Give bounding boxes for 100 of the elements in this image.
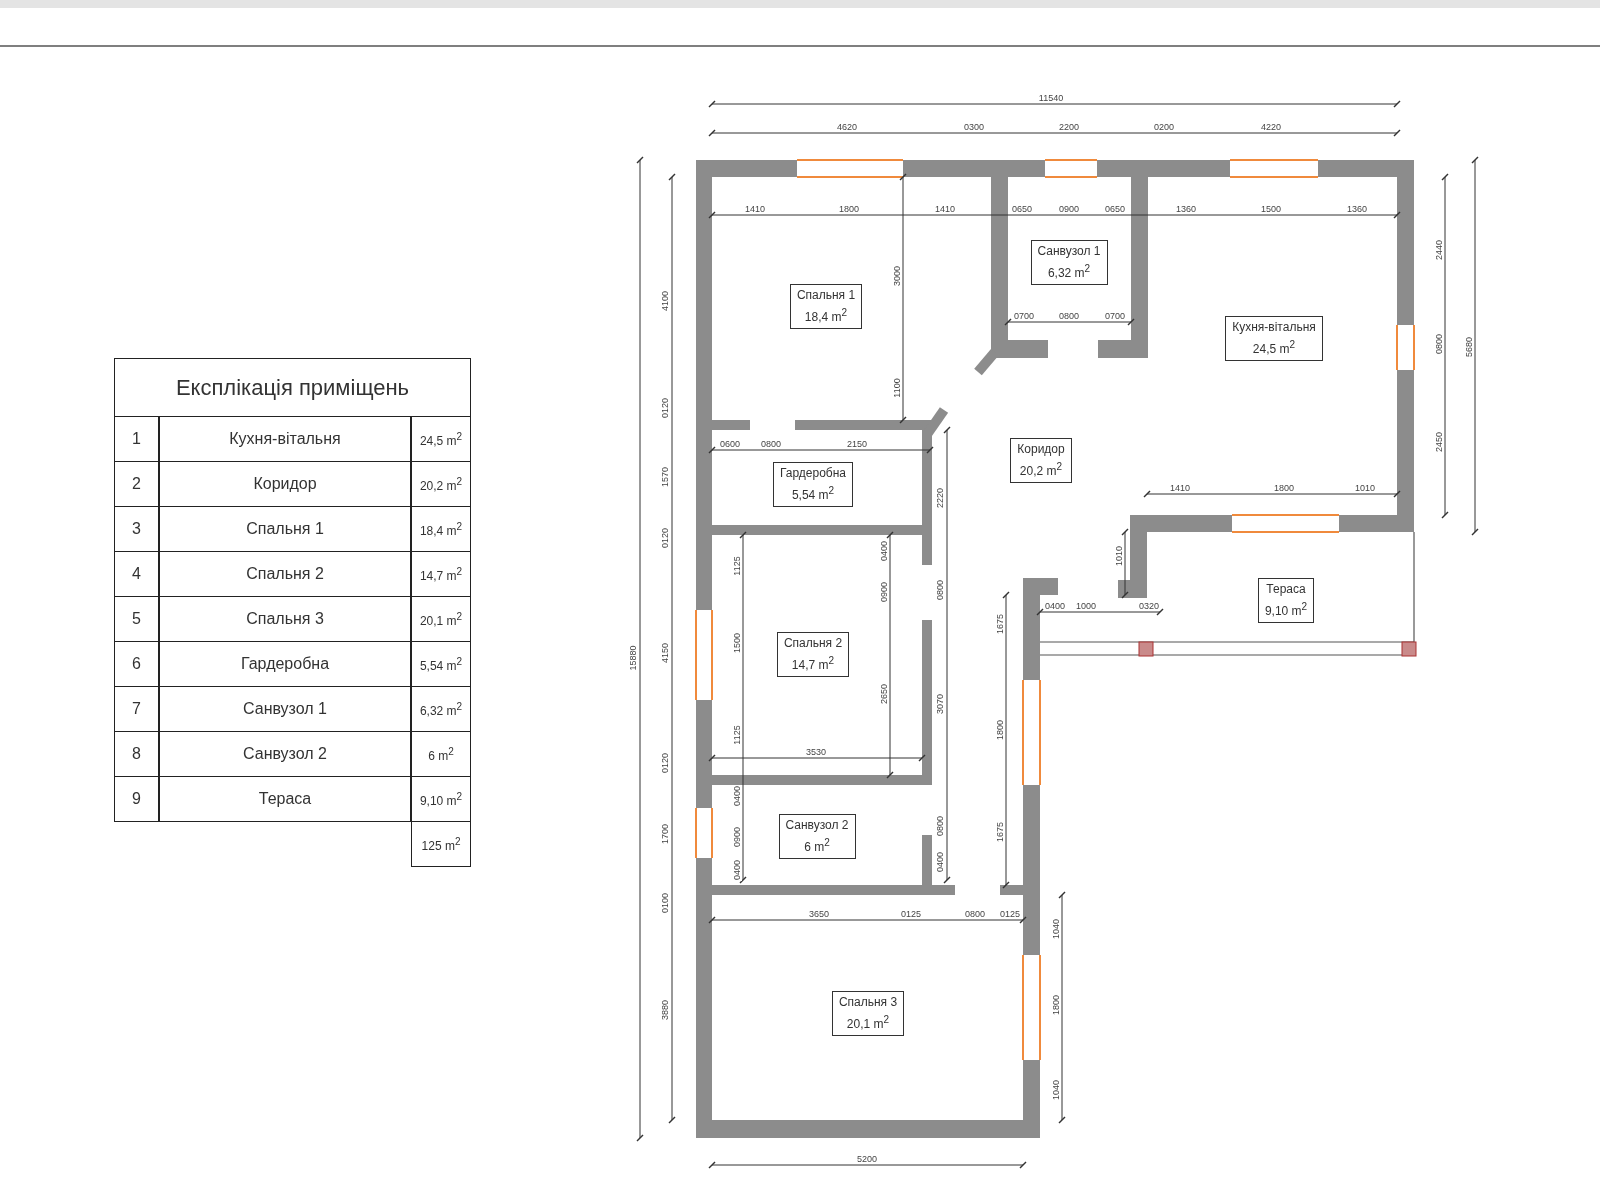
- table-cell: Спальня 1: [159, 506, 411, 552]
- room-label: Гардеробна 5,54 m$^{2}$: [772, 461, 854, 507]
- dimension-label: 0400: [732, 785, 742, 807]
- table-cell: Спальня 3: [159, 596, 411, 642]
- room-label: Санвузол 2 6 m$^{2}$: [778, 813, 856, 859]
- dimension-label: 2220: [935, 487, 945, 509]
- dimension-label: 4220: [1260, 122, 1282, 132]
- table-cell: 3: [114, 506, 159, 552]
- dimension-label: 11540: [1037, 93, 1065, 103]
- dimension-label: 1100: [892, 377, 902, 399]
- table-cell: 18,4 m$^{2}$: [411, 506, 471, 552]
- dimension-label: 2150: [846, 439, 868, 449]
- dimension-label: 3880: [660, 999, 670, 1021]
- dimension-label: 15880: [628, 644, 638, 672]
- dimension-label: 0900: [879, 581, 889, 603]
- dimension-label: 1675: [995, 821, 1005, 843]
- table-cell: 20,2 m$^{2}$: [411, 461, 471, 507]
- table-cell: 20,1 m$^{2}$: [411, 596, 471, 642]
- table-cell: 9,10 m$^{2}$: [411, 776, 471, 822]
- table-cell: 125 m$^{2}$: [411, 821, 471, 867]
- table-cell: 2: [114, 461, 159, 507]
- room-label: Спальня 1 18,4 m$^{2}$: [789, 283, 863, 329]
- dimension-label: 1700: [660, 823, 670, 845]
- dimension-label: 4620: [836, 122, 858, 132]
- dimension-label: 3650: [808, 909, 830, 919]
- dimension-label: 1410: [1169, 483, 1191, 493]
- dimension-label: 0650: [1104, 204, 1126, 214]
- dimension-label: 0800: [964, 909, 986, 919]
- dimension-label: 0100: [660, 892, 670, 914]
- dimension-label: 0120: [660, 527, 670, 549]
- table-cell: Кухня-вітальня: [159, 416, 411, 462]
- dimension-label: 4100: [660, 290, 670, 312]
- dimension-label: 1800: [995, 719, 1005, 741]
- table-cell: 5: [114, 596, 159, 642]
- table-cell: 6,32 m$^{2}$: [411, 686, 471, 732]
- dimension-label: 0320: [1138, 601, 1160, 611]
- dimension-label: 0900: [732, 826, 742, 848]
- dimension-label: 2200: [1058, 122, 1080, 132]
- dimension-label: 0700: [1013, 311, 1035, 321]
- dimension-label: 0800: [760, 439, 782, 449]
- dimension-label: 1410: [744, 204, 766, 214]
- table-cell: Санвузол 1: [159, 686, 411, 732]
- table-cell: 14,7 m$^{2}$: [411, 551, 471, 597]
- dimension-label: 3530: [805, 747, 827, 757]
- dimension-label: 1570: [660, 466, 670, 488]
- table-cell: 6 m$^{2}$: [411, 731, 471, 777]
- dimension-label: 1800: [838, 204, 860, 214]
- dimension-label: 0800: [1434, 333, 1444, 355]
- dimension-label: 1040: [1051, 918, 1061, 940]
- dimension-label: 1360: [1175, 204, 1197, 214]
- table-title: Експлікація приміщень: [114, 358, 471, 418]
- dimension-label: 1360: [1346, 204, 1368, 214]
- dimension-label: 1125: [732, 724, 742, 746]
- dimension-label: 0400: [1044, 601, 1066, 611]
- dimension-label: 1125: [732, 555, 742, 577]
- room-label: Спальня 3 20,1 m$^{2}$: [831, 990, 905, 1036]
- dimension-label: 0700: [1104, 311, 1126, 321]
- table-cell: Тераса: [159, 776, 411, 822]
- table-cell: 5,54 m$^{2}$: [411, 641, 471, 687]
- dimension-label: 2650: [879, 683, 889, 705]
- dimension-label: 0200: [1153, 122, 1175, 132]
- dimension-label: 1800: [1051, 994, 1061, 1016]
- room-label: Тераса 9,10 m$^{2}$: [1257, 577, 1315, 623]
- dimension-label: 0600: [719, 439, 741, 449]
- room-label: Коридор 20,2 m$^{2}$: [1010, 437, 1072, 483]
- table-cell: 6: [114, 641, 159, 687]
- dimension-label: 1800: [1273, 483, 1295, 493]
- table-cell: Санвузол 2: [159, 731, 411, 777]
- dimension-label: 0650: [1011, 204, 1033, 214]
- dimension-label: 5680: [1464, 336, 1474, 358]
- table-cell: Гардеробна: [159, 641, 411, 687]
- dimension-label: 1500: [1260, 204, 1282, 214]
- dimension-label: 1410: [934, 204, 956, 214]
- dimension-label: 1010: [1114, 545, 1124, 567]
- table-cell: 7: [114, 686, 159, 732]
- dimension-label: 1675: [995, 613, 1005, 635]
- dimension-label: 0400: [935, 851, 945, 873]
- dimension-label: 3070: [935, 693, 945, 715]
- dimension-label: 0800: [1058, 311, 1080, 321]
- dimension-label: 5200: [856, 1154, 878, 1164]
- room-label: Кухня-вітальня 24,5 m$^{2}$: [1225, 315, 1323, 361]
- table-cell: 1: [114, 416, 159, 462]
- dimension-label: 0125: [999, 909, 1021, 919]
- dimension-label: 1040: [1051, 1079, 1061, 1101]
- table-cell: Коридор: [159, 461, 411, 507]
- dimension-label: 0120: [660, 752, 670, 774]
- dimension-label: 2440: [1434, 239, 1444, 261]
- table-cell: Спальня 2: [159, 551, 411, 597]
- dimension-label: 0125: [900, 909, 922, 919]
- dimension-label: 0800: [935, 815, 945, 837]
- dimension-label: 1500: [732, 632, 742, 654]
- dimension-label: 0400: [879, 540, 889, 562]
- table-cell: 8: [114, 731, 159, 777]
- room-label: Санвузол 1 6,32 m$^{2}$: [1030, 239, 1108, 285]
- dimension-label: 3000: [892, 265, 902, 287]
- dimension-label: 4150: [660, 642, 670, 664]
- dimension-label: 1010: [1354, 483, 1376, 493]
- dimension-label: 0300: [963, 122, 985, 132]
- table-cell: 9: [114, 776, 159, 822]
- dimension-label: 0900: [1058, 204, 1080, 214]
